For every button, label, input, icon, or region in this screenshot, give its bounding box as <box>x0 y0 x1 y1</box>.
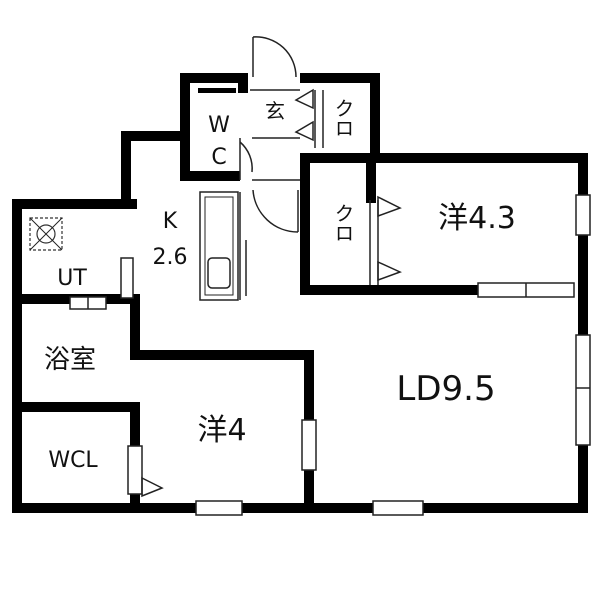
room-label-kitchen: K <box>163 209 178 234</box>
room-label-kitchen-size: 2.6 <box>153 245 188 270</box>
room-label-toilet-w: W <box>208 113 230 138</box>
room-label-wcl: WCL <box>48 448 98 473</box>
walls <box>12 73 588 513</box>
room-label-closet-top: クロ <box>331 98 355 138</box>
room-label-entrance: 玄 <box>265 99 285 123</box>
partitions <box>239 89 379 285</box>
kitchen-counter <box>199 191 247 301</box>
room-labels: LD9.5 洋4.3 洋4 K 2.6 浴室 UT WCL W C 玄 クロ ク… <box>44 98 516 473</box>
room-label-bath: 浴室 <box>44 345 96 375</box>
room-label-utility: UT <box>57 266 87 291</box>
sink-icon <box>207 257 231 289</box>
room-label-ld: LD9.5 <box>396 369 495 409</box>
room-label-closet-mid: クロ <box>331 203 355 243</box>
room-label-western-2: 洋4 <box>197 413 246 448</box>
room-label-western-1: 洋4.3 <box>438 201 516 236</box>
windows <box>69 194 591 516</box>
room-label-toilet-c: C <box>211 145 226 170</box>
washer-pan-icon <box>29 217 63 251</box>
